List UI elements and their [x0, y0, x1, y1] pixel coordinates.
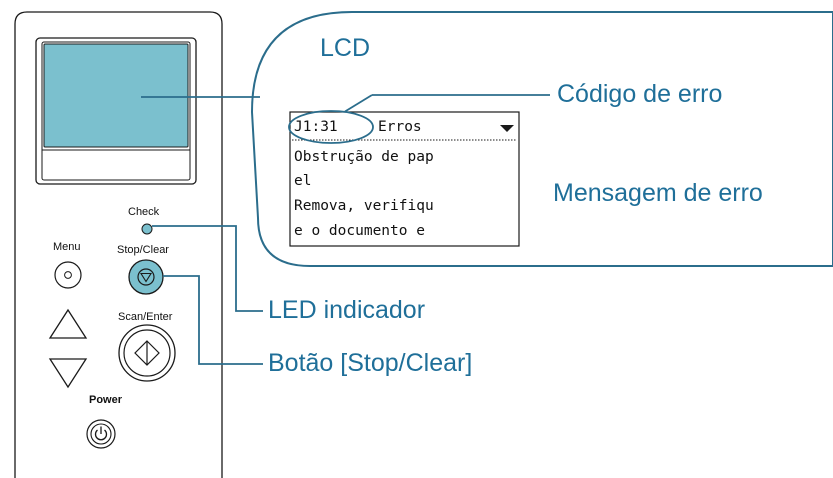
error-message-callout-label: Mensagem de erro — [553, 179, 763, 207]
triangle-up-icon — [48, 308, 88, 339]
stop-clear-icon — [137, 268, 155, 286]
lcd-message-line: Remova, verifiqu — [294, 198, 434, 214]
power-button[interactable] — [87, 420, 115, 448]
power-label: Power — [89, 394, 123, 406]
triangle-down-icon — [500, 125, 514, 132]
scan-enter-button[interactable] — [119, 325, 175, 381]
stop-clear-leader-line — [163, 275, 263, 365]
menu-label: Menu — [53, 241, 81, 253]
check-led — [141, 223, 153, 235]
up-button[interactable] — [50, 310, 86, 338]
stop-clear-button[interactable] — [129, 260, 163, 294]
lcd-error-code: J1:31 — [294, 119, 338, 135]
stop-clear-label: Stop/Clear — [117, 244, 169, 256]
error-code-callout-label: Código de erro — [557, 80, 723, 108]
check-label: Check — [128, 206, 160, 218]
stop-clear-button-shape — [128, 259, 164, 295]
triangle-down-icon — [48, 358, 88, 389]
stop-button-callout-label: Botão [Stop/Clear] — [268, 349, 473, 377]
led-callout-label: LED indicador — [268, 296, 426, 324]
lcd-screen-zoom — [289, 111, 520, 247]
lcd-header-title: Erros — [378, 119, 422, 135]
menu-button-shape — [54, 261, 82, 289]
menu-button[interactable] — [55, 262, 81, 288]
down-button[interactable] — [50, 359, 86, 387]
small-circle-icon — [64, 271, 72, 279]
error-code-highlight — [288, 110, 374, 144]
led-leader-line — [152, 225, 263, 312]
lcd-message-line: e o documento e — [294, 223, 425, 239]
stop-clear-icon-triangle — [140, 272, 152, 283]
lcd-display — [43, 43, 189, 148]
lcd-message-line: Obstrução de pap — [294, 149, 434, 165]
lcd-callout-label: LCD — [320, 34, 371, 62]
scan-enter-label: Scan/Enter — [118, 311, 173, 323]
lcd-message-line: el — [294, 173, 312, 189]
power-icon — [94, 429, 108, 441]
